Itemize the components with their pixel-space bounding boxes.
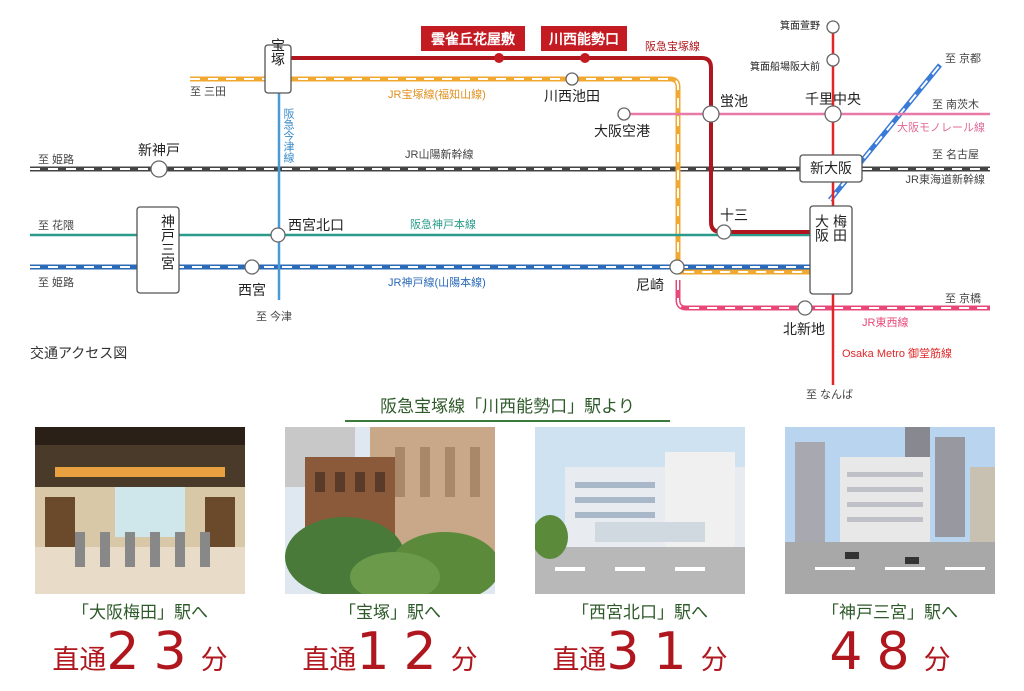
svg-text:雲雀丘花屋敷: 雲雀丘花屋敷 [431,31,516,47]
direction-namba: 至 なんば [806,388,853,400]
minutes-unit: 分 [700,645,728,676]
minutes-unit: 分 [450,645,478,676]
station-circle-kawanishiikeda [565,72,579,86]
line-label-sanyo-shinkansen: JR山陽新幹線 [405,147,473,161]
minutes-unit: 分 [200,645,228,676]
station-circle-nishinomiya [244,259,260,275]
line-label-imazu: 阪急今津線 [282,107,295,163]
line-label-midosuji: Osaka Metro 御堂筋線 [842,346,952,360]
label-kawanishiikeda: 川西池田 [544,88,600,104]
station-circle-minohsemba [826,53,840,67]
station-box-shinosaka: 新大阪 [799,154,863,183]
station-circle-juso [716,224,732,240]
direction-himeji-1: 至 姫路 [38,152,74,166]
travel-time-2: 直通12分 [270,622,510,682]
hankyu-takarazuka-line [290,56,830,234]
direction-kyobashi: 至 京橋 [945,291,981,305]
line-label-hankyu-kobe: 阪急神戸本線 [410,217,476,231]
direction-nagoya: 至 名古屋 [932,147,979,161]
station-circle-shinkobe [150,160,168,178]
destination-label-3: 「西宮北口」駅へ [572,603,708,623]
minutes-value: 12 [356,622,451,682]
station-circle-minohkayano [826,20,840,34]
kawanishinoseguchi-dot [580,53,590,63]
label-minohkayano: 箕面萱野 [780,19,820,32]
access-title: 阪急宝塚線「川西能勢口」駅より [345,392,670,422]
map-caption: 交通アクセス図 [30,346,128,362]
photo-osaka-umeda [35,427,245,594]
svg-text:神戸三宮: 神戸三宮 [160,214,176,270]
label-nishinomiya: 西宮 [238,282,266,298]
jr-tozai-line [675,280,990,311]
photo-nishinomiyakitaguchi [535,427,745,594]
station-circle-kitashinchi [797,300,813,316]
station-circle-senrichuo [824,105,842,123]
label-nishinomiyakitaguchi: 西宮北口 [288,217,344,233]
label-kitashinchi: 北新地 [783,321,825,337]
direction-kyoto: 至 京都 [945,51,981,65]
svg-text:宝塚: 宝塚 [270,38,286,66]
hibarigaoka-dot [494,53,504,63]
line-label-jr-kobe: JR神戸線(山陽本線) [388,275,486,289]
direction-imazu: 至 今津 [256,309,292,323]
minutes-value: 23 [106,622,201,682]
station-circle-nishinomiyakitaguchi [270,227,286,243]
svg-text:川西能勢口: 川西能勢口 [548,31,619,47]
travel-time-1: 直通23分 [20,622,260,682]
line-label-monorail: 大阪モノレール線 [897,120,985,134]
station-box-sannomiya: 神戸三宮 [136,206,180,294]
label-hotarugaike: 蛍池 [720,93,748,109]
minutes-unit: 分 [923,645,951,676]
photo-takarazuka [285,427,495,594]
minutes-value: 48 [829,622,924,682]
label-shinkobe: 新神戸 [138,142,180,158]
jr-takarazuka-line [190,76,830,275]
direction-himeji-2: 至 姫路 [38,275,74,289]
station-circle-hotarugaike [702,105,720,123]
line-label-jr-takarazuka: JR宝塚線(福知山線) [388,87,486,101]
travel-time-3: 直通31分 [520,622,760,682]
svg-text:新大阪: 新大阪 [810,160,852,176]
line-label-hankyu-takarazuka: 阪急宝塚線 [645,39,700,53]
station-circle-osakakuko [617,107,631,121]
direction-hanakuma: 至 花隈 [38,219,74,232]
label-juso: 十三 [720,207,748,223]
station-circle-amagasaki [669,259,685,275]
line-label-tokaido-shinkansen: JR東海道新幹線 [906,172,985,186]
photo-kobesannomiya [785,427,995,594]
destination-label-2: 「宝塚」駅へ [339,603,441,623]
station-box-takarazuka: 宝塚 [264,38,292,94]
svg-text:梅田: 梅田 [832,214,848,242]
svg-text:大阪: 大阪 [814,214,830,242]
label-amagasaki: 尼崎 [636,277,664,293]
label-senrichuo: 千里中央 [805,91,861,107]
direction-sanda: 至 三田 [190,86,226,98]
travel-time-4: 48分 [770,622,1010,682]
highlight-label-hibarigaoka: 雲雀丘花屋敷 [421,26,525,51]
destination-label-1: 「大阪梅田」駅へ [72,603,208,623]
highlight-label-kawanishinoseguchi: 川西能勢口 [541,26,627,51]
destination-label-4: 「神戸三宮」駅へ [822,603,958,623]
minutes-value: 31 [606,622,701,682]
direct-label: 直通 [552,645,607,676]
route-map: 雲雀丘花屋敷 川西能勢口 宝塚 神戸三宮 新大阪 大阪 梅田 [30,19,990,400]
direct-label: 直通 [52,645,107,676]
label-osakakuko: 大阪空港 [594,123,650,139]
direction-minamiibaraki: 至 南茨木 [932,97,979,111]
label-minohsemba: 箕面船場阪大前 [750,60,820,73]
line-label-jr-tozai: JR東西線 [862,315,908,329]
direct-label: 直通 [302,645,357,676]
station-box-osaka-umeda: 大阪 梅田 [809,205,853,295]
